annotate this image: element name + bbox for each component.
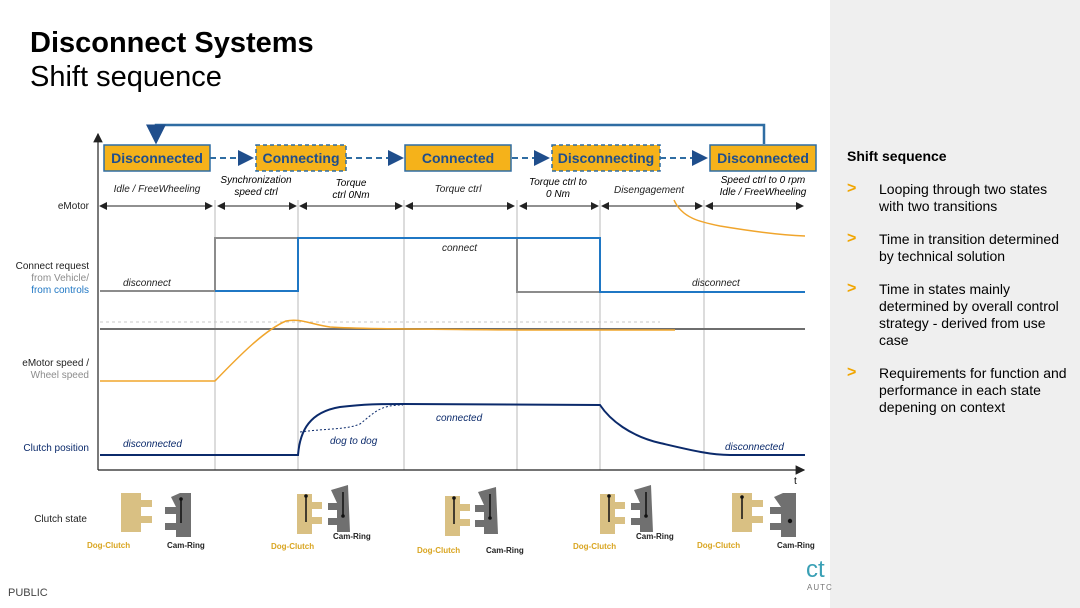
- chevron-right-icon: >: [847, 180, 857, 197]
- row-label-clutch-position: Clutch position: [23, 443, 89, 454]
- phase-label: Disengagement: [614, 185, 685, 196]
- state-connecting: Connecting: [255, 144, 347, 172]
- dog-clutch-label: Dog-Clutch: [417, 546, 460, 555]
- signal-label: disconnected: [123, 439, 182, 450]
- classification-label: PUBLIC: [8, 587, 48, 599]
- cam-ring-label: Cam-Ring: [167, 541, 205, 550]
- phase-label: Idle / FreeWheeling: [114, 184, 201, 195]
- cam-ring-label: Cam-Ring: [333, 532, 371, 541]
- phase-label: Speed ctrl to 0 rpm Idle / FreeWheeling: [720, 175, 807, 198]
- state-connected: Connected: [404, 144, 512, 172]
- page-title: Disconnect Systems: [30, 27, 314, 59]
- clutch-icon-2: Dog-Clutch Cam-Ring: [271, 485, 371, 551]
- row-label-from-controls: from controls: [31, 285, 89, 296]
- axis-t-label: t: [794, 476, 797, 487]
- state-label: Connected: [422, 150, 494, 166]
- vehicle-request-signal: [100, 237, 600, 293]
- signal-label: connected: [436, 413, 483, 424]
- bullet-text: Time in states mainly determined by over…: [879, 281, 1059, 348]
- row-label-emotor: eMotor: [58, 201, 90, 212]
- signal-label: connect: [442, 243, 478, 254]
- dog-clutch-label: Dog-Clutch: [271, 542, 314, 551]
- chevron-right-icon: >: [847, 364, 857, 381]
- state-label: Disconnecting: [558, 150, 654, 166]
- row-label-emotor-speed: eMotor speed /: [22, 358, 89, 369]
- signal-label: disconnect: [692, 278, 741, 289]
- phase-label: Torque ctrl 0Nm: [332, 178, 369, 201]
- state-disconnected-1: Disconnected: [103, 144, 211, 172]
- clutch-icon-1: Dog-Clutch Cam-Ring: [87, 493, 205, 550]
- company-logo: ct: [806, 556, 825, 583]
- bullet-item: > Looping through two states with two tra…: [847, 180, 1072, 215]
- clutch-position-curve: [100, 402, 805, 456]
- bullet-item: > Requirements for function and performan…: [847, 364, 1072, 416]
- bullet-item: > Time in transition determined by techni…: [847, 230, 1072, 265]
- clutch-icon-5: Dog-Clutch Cam-Ring: [697, 493, 815, 550]
- state-disconnecting: Disconnecting: [551, 144, 661, 172]
- controls-request-signal: [215, 237, 805, 293]
- clutch-position-dog-to-dog: [299, 404, 404, 433]
- loop-arrow: [146, 123, 766, 145]
- side-panel-bullets: > Looping through two states with two tra…: [847, 180, 1072, 432]
- phase-label: Synchronization speed ctrl: [220, 175, 291, 198]
- emotor-torque-curve: [673, 199, 806, 237]
- clutch-icon-4: Dog-Clutch Cam-Ring: [573, 485, 674, 551]
- bullet-text: Time in transition determined by technic…: [879, 231, 1060, 264]
- cam-ring-label: Cam-Ring: [636, 532, 674, 541]
- row-label-connect-request: Connect request: [16, 261, 90, 272]
- clutch-icon-3: Dog-Clutch Cam-Ring: [417, 487, 524, 555]
- dog-clutch-label: Dog-Clutch: [573, 542, 616, 551]
- cam-ring-label: Cam-Ring: [777, 541, 815, 550]
- row-label-wheel-speed: Wheel speed: [31, 370, 89, 381]
- cam-ring-label: Cam-Ring: [486, 546, 524, 555]
- side-panel-title: Shift sequence: [847, 148, 947, 164]
- state-disconnected-2: Disconnected: [709, 144, 817, 172]
- bullet-text: Requirements for function and performanc…: [879, 365, 1067, 415]
- phase-label: Torque ctrl to 0 Nm: [529, 177, 587, 200]
- chevron-right-icon: >: [847, 230, 857, 247]
- phase-label: Torque ctrl: [435, 184, 483, 195]
- company-logo-sub: AUTC: [807, 583, 833, 592]
- state-label: Connecting: [263, 150, 340, 166]
- bullet-item: > Time in states mainly determined by ove…: [847, 280, 1072, 349]
- side-panel: Shift sequence > Looping through two stat…: [830, 0, 1080, 608]
- page-subtitle: Shift sequence: [30, 61, 222, 93]
- emotor-speed-curve: [100, 319, 675, 382]
- row-label-clutch-state: Clutch state: [34, 514, 87, 525]
- phase-dividers: [214, 200, 705, 470]
- row-label-from-vehicle: from Vehicle/: [31, 273, 89, 284]
- dog-clutch-label: Dog-Clutch: [697, 541, 740, 550]
- bullet-text: Looping through two states with two tran…: [879, 181, 1048, 214]
- signal-label: dog to dog: [330, 436, 378, 447]
- state-label: Disconnected: [111, 150, 203, 166]
- signal-label: disconnected: [725, 442, 784, 453]
- state-label: Disconnected: [717, 150, 809, 166]
- chevron-right-icon: >: [847, 280, 857, 297]
- signal-label: disconnect: [123, 278, 172, 289]
- dog-clutch-label: Dog-Clutch: [87, 541, 130, 550]
